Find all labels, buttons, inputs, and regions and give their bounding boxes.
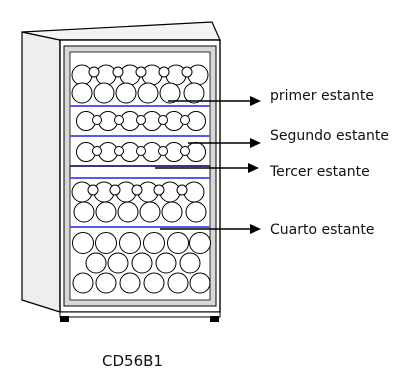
- callouts: [155, 96, 261, 234]
- bottle-circle: [131, 252, 153, 274]
- bottle-circle: [119, 272, 141, 294]
- cabinet-foot-right: [210, 316, 219, 322]
- bottle-circle: [167, 272, 189, 294]
- bottle-circle: [95, 232, 117, 254]
- bottle-circle: [158, 146, 168, 156]
- bottle-circle: [71, 82, 93, 104]
- bottle-circle: [185, 201, 207, 223]
- bottle-circle: [159, 82, 181, 104]
- shelf-label-2: Segundo estante: [270, 128, 389, 144]
- bottle-circle: [95, 272, 117, 294]
- bottle-circle: [95, 201, 117, 223]
- cabinet-base: [59, 311, 221, 318]
- bottle-circle: [139, 201, 161, 223]
- bottle-circle: [107, 252, 129, 274]
- arrowhead-3: [248, 163, 259, 173]
- bottle-circle: [158, 115, 168, 125]
- arrowhead-4: [250, 224, 261, 234]
- bottle-circle: [95, 64, 117, 86]
- bottle-circle: [92, 146, 102, 156]
- bottles-group: [71, 64, 211, 294]
- bottle-circle: [72, 232, 94, 254]
- cabinet-side-panel: [21, 31, 61, 313]
- bottle-circle: [136, 115, 146, 125]
- arrowhead-1: [250, 96, 261, 106]
- bottle-circle: [93, 82, 115, 104]
- shelf-label-4: Cuarto estante: [270, 222, 374, 238]
- bottle-circle: [136, 146, 146, 156]
- shelf-label-3: Tercer estante: [269, 164, 370, 180]
- bottle-circle: [131, 184, 143, 196]
- bottle-circle: [92, 115, 102, 125]
- bottle-circle: [114, 146, 124, 156]
- bottle-circle: [183, 82, 205, 104]
- bottle-circle: [189, 232, 211, 254]
- shelf-label-1: primer estante: [270, 88, 374, 104]
- bottle-circle: [71, 64, 93, 86]
- bottle-circle: [114, 115, 124, 125]
- cabinet-top-panel: [21, 21, 221, 41]
- bottle-circle: [109, 184, 121, 196]
- bottle-circle: [88, 66, 100, 78]
- bottle-circle: [115, 82, 137, 104]
- bottle-circle: [73, 201, 95, 223]
- bottle-circle: [179, 252, 201, 274]
- model-label: CD56B1: [102, 352, 163, 370]
- arrowhead-2: [250, 138, 261, 148]
- bottle-circle: [72, 272, 94, 294]
- bottle-circle: [180, 115, 190, 125]
- bottle-circle: [176, 184, 188, 196]
- bottle-circle: [135, 66, 147, 78]
- bottle-circle: [112, 66, 124, 78]
- bottle-circle: [143, 272, 165, 294]
- bottle-circle: [155, 252, 177, 274]
- bottle-circle: [87, 184, 99, 196]
- bottle-circle: [153, 184, 165, 196]
- bottle-circle: [189, 272, 211, 294]
- bottle-circle: [180, 146, 190, 156]
- bottle-circle: [117, 201, 139, 223]
- bottle-circle: [167, 232, 189, 254]
- cabinet-foot-left: [60, 316, 69, 322]
- shelf-lines: [69, 105, 211, 228]
- bottle-circle: [85, 252, 107, 274]
- bottle-circle: [119, 232, 141, 254]
- cabinet: [21, 21, 221, 322]
- bottle-circle: [137, 82, 159, 104]
- bottle-circle: [143, 232, 165, 254]
- bottle-circle: [161, 201, 183, 223]
- bottle-circle: [181, 66, 193, 78]
- bottle-circle: [158, 66, 170, 78]
